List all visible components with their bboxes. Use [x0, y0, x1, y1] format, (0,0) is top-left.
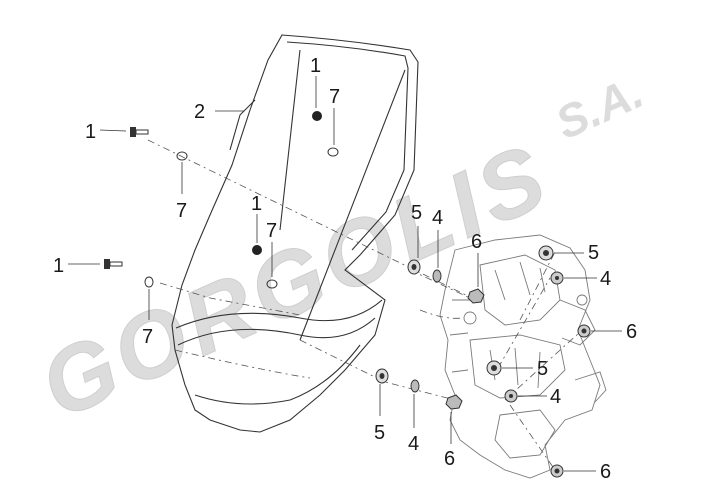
grommet-mid [407, 259, 421, 275]
screw-lower-left [104, 259, 123, 269]
callout-grommet-right-top: 5 [588, 242, 599, 264]
washer-lower-left [144, 276, 154, 288]
nut-right-bottom [550, 464, 564, 478]
callout-screw-upper-left: 1 [85, 121, 96, 143]
washer-upper-left [176, 151, 188, 161]
bush-right-top [550, 271, 564, 285]
nut-bottom [445, 394, 463, 410]
callout-grommet-mid: 5 [411, 202, 422, 224]
washer-mid [266, 279, 278, 289]
washer-top [327, 147, 339, 157]
callout-screw-top: 1 [310, 55, 321, 77]
watermark-suffix: S.A. [548, 65, 651, 149]
callout-nut-mid: 6 [471, 231, 482, 253]
screw-top [312, 111, 322, 121]
callout-screw-mid: 1 [251, 193, 262, 215]
leader-lines [68, 76, 622, 472]
grommet-right-top [538, 245, 554, 261]
screw-mid [252, 245, 262, 255]
windshield [171, 34, 419, 433]
callout-bush-right-mid: 4 [550, 386, 561, 408]
bush-mid [432, 269, 442, 283]
callout-labels: 1 1 1 1 2 7 7 7 7 5 5 5 5 4 4 4 4 6 6 6 … [53, 55, 637, 483]
watermark: GORGOLIS S.A. [26, 65, 651, 439]
assembly-lines [147, 139, 581, 471]
callout-washer-top: 7 [329, 86, 340, 108]
nut-mid [467, 288, 485, 304]
callout-bush-right-top: 4 [600, 268, 611, 290]
callout-nut-bottom: 6 [444, 448, 455, 470]
callout-washer-lower-left: 7 [142, 326, 153, 348]
callout-bush-mid: 4 [432, 207, 443, 229]
bush-bottom [410, 379, 420, 393]
callout-grommet-right-mid: 5 [537, 358, 548, 380]
watermark-brand: GORGOLIS [27, 124, 565, 438]
grommet-bottom [375, 368, 389, 384]
callout-nut-right-mid: 6 [626, 321, 637, 343]
callout-washer-upper-left: 7 [176, 200, 187, 222]
callout-nut-right-bottom: 6 [600, 461, 611, 483]
callout-bush-bottom: 4 [408, 433, 419, 455]
callout-washer-mid: 7 [266, 220, 277, 242]
mounting-bracket [439, 234, 607, 479]
callout-windshield: 2 [194, 101, 205, 123]
callout-screw-lower-left: 1 [53, 255, 64, 277]
hardware [104, 111, 591, 478]
bush-right-mid [504, 389, 518, 403]
nut-right-mid [577, 324, 591, 338]
callout-grommet-bottom: 5 [374, 422, 385, 444]
grommet-right-mid [486, 360, 502, 376]
screw-upper-left [130, 127, 149, 137]
